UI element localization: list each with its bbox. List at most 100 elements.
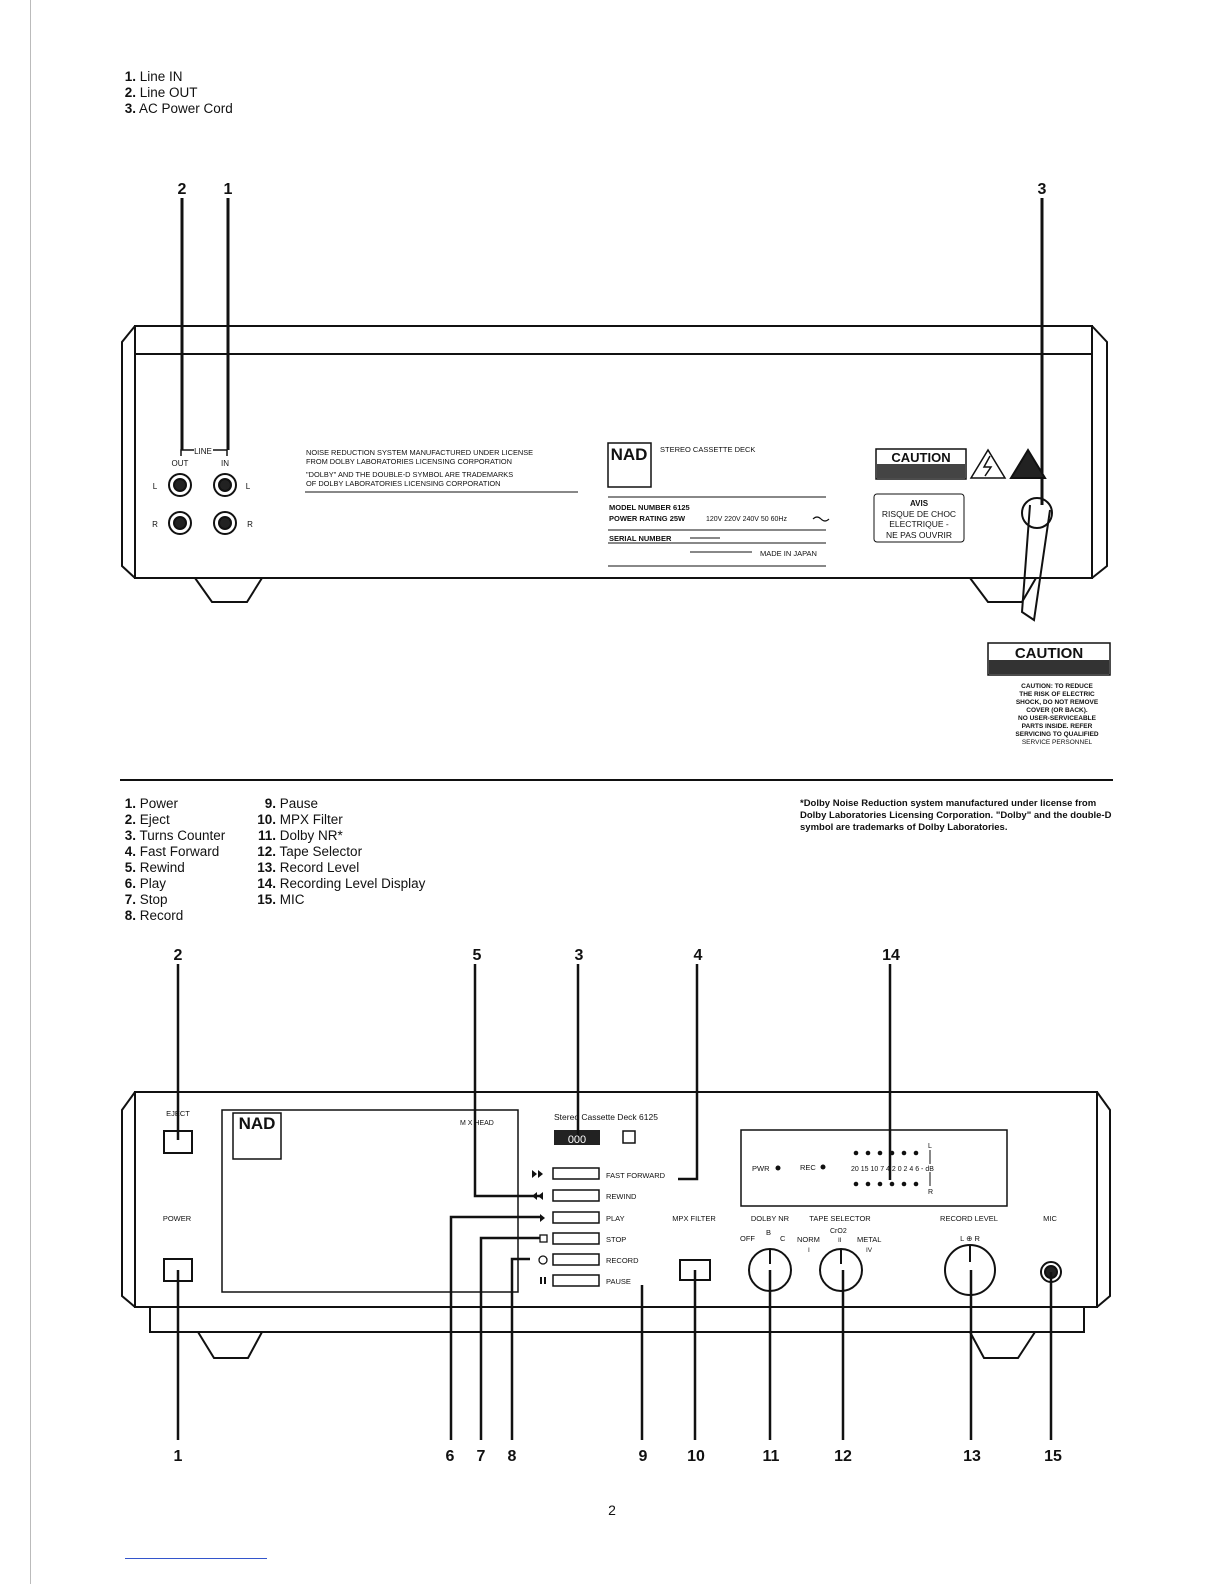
meter-led-icon: [877, 1150, 883, 1156]
rear-left-foot: [194, 577, 263, 603]
avis-line: ELECTRIQUE -: [889, 519, 949, 529]
front-right-foot: [969, 1331, 1036, 1359]
legend-item: 2. Eject: [124, 812, 170, 827]
mic-label: MIC: [1043, 1214, 1057, 1223]
meter-led-icon: [901, 1150, 907, 1156]
line-in-r-jack-center: [218, 516, 232, 530]
legend-item: 3. Turns Counter: [124, 828, 226, 843]
front-callout-6: 6: [446, 1448, 455, 1465]
caution-label-band: [989, 660, 1109, 674]
legend-item: 11. Dolby NR*: [257, 828, 343, 843]
ac-tilde-icon: [812, 516, 830, 522]
dolby-notice-line: "DOLBY" AND THE DOUBLE-D SYMBOL ARE TRAD…: [306, 470, 513, 479]
made-in-japan: MADE IN JAPAN: [760, 549, 817, 558]
legend-item: 2. Line OUT: [124, 85, 198, 100]
play-key: [552, 1211, 600, 1224]
play-icon: [540, 1214, 545, 1222]
legend-item: 13. Record Level: [257, 860, 360, 875]
caution-label-line: COVER (OR BACK).: [1026, 707, 1088, 714]
jack-l-label-out: L: [153, 482, 158, 491]
rear-caution-box: [875, 448, 967, 480]
dolby-notice-line: OF DOLBY LABORATORIES LICENSING CORPORAT…: [306, 479, 501, 488]
stop-icon: [539, 1234, 548, 1243]
balance-l-r-label: L ⊕ R: [960, 1234, 980, 1243]
dolby-notice-line: FROM DOLBY LABORATORIES LICENSING CORPOR…: [306, 457, 512, 466]
jack-r-label-out: R: [152, 520, 158, 529]
callout-line-5-front: [473, 964, 540, 1198]
pause-icon-bar: [544, 1277, 546, 1284]
front-callout-14: 14: [882, 947, 900, 964]
front-callout-12: 12: [834, 1448, 852, 1465]
rear-callout-2: 2: [178, 181, 187, 198]
tape-metal-label: METAL: [857, 1235, 881, 1244]
turns-counter: [554, 1130, 600, 1145]
rear-caution-band: [877, 464, 965, 478]
rear-panel-right-side: [1091, 325, 1108, 579]
line-label: LINE: [194, 447, 212, 456]
stop-key: [552, 1232, 600, 1245]
caution-label-line: THE RISK OF ELECTRIC: [1019, 691, 1095, 698]
caution-label-line: SERVICE PERSONNEL: [1022, 739, 1093, 746]
legend-item: 3. AC Power Cord: [124, 101, 233, 116]
front-callout-10: 10: [687, 1448, 705, 1465]
callout-line-6-front: [449, 1215, 540, 1440]
line-out-l-jack-center: [173, 478, 187, 492]
front-callout-7: 7: [477, 1448, 486, 1465]
fast-forward-key: [552, 1167, 600, 1180]
front-panel-right-side: [1096, 1091, 1111, 1308]
dolby-nr-label: DOLBY NR: [751, 1214, 790, 1223]
line-out-r-jack-center: [173, 516, 187, 530]
meter-led-icon: [901, 1181, 907, 1187]
rear-panel-left-side: [121, 325, 136, 579]
record-label: RECORD: [606, 1256, 639, 1265]
front-callout-2: 2: [174, 947, 183, 964]
front-callout-4: 4: [694, 947, 703, 964]
meter-led-icon: [853, 1181, 859, 1187]
avis-line: RISQUE DE CHOC: [882, 509, 956, 519]
front-callout-3: 3: [575, 947, 584, 964]
front-callout-9: 9: [639, 1448, 648, 1465]
avis-title: AVIS: [910, 499, 929, 508]
meter-led-icon: [877, 1181, 883, 1187]
front-callout-5: 5: [473, 947, 482, 964]
legend-item: 8. Record: [124, 908, 184, 923]
legend-item: 6. Play: [124, 876, 167, 891]
tape-pos-ii-label: II: [838, 1237, 842, 1244]
record-icon: [538, 1255, 548, 1265]
eject-label: EJECT: [166, 1109, 190, 1118]
front-callout-11: 11: [763, 1448, 780, 1465]
callout-line-7-front: [479, 1236, 540, 1440]
tape-pos-i-label: I: [808, 1247, 810, 1254]
legend-item: 15. MIC: [257, 892, 305, 907]
line-in-r-jack-icon: [213, 511, 237, 535]
rear-panel: [121, 325, 1108, 603]
rear-nad-logo: NAD: [611, 445, 648, 464]
front-panel-left-side: [121, 1091, 136, 1308]
rear-lightning-icon: [982, 455, 993, 477]
front-panel: [121, 1091, 1111, 1359]
play-label: PLAY: [606, 1214, 625, 1223]
tape-cro2-label: CrO2: [830, 1228, 847, 1235]
power-cord-grommet: [1021, 497, 1053, 529]
page-margin-line: [30, 0, 31, 1584]
rear-caution-title: CAUTION: [891, 450, 950, 465]
page-number: 2: [608, 1502, 616, 1518]
front-panel-base: [149, 1307, 1085, 1333]
rear-nad-logo-box: [607, 442, 652, 488]
front-panel-legend-col1: 1. Power 2. Eject 3. Turns Counter 4. Fa…: [120, 796, 226, 924]
jack-l-label-in: L: [246, 482, 251, 491]
legend-item: 10. MPX Filter: [257, 812, 343, 827]
counter-digits: 000: [568, 1134, 586, 1146]
rear-right-foot: [969, 577, 1037, 603]
cassette-door: [221, 1109, 519, 1293]
pause-label: PAUSE: [606, 1277, 631, 1286]
meter-led-icon: [889, 1181, 895, 1187]
meter-led-icon: [889, 1150, 895, 1156]
line-out-l-jack-icon: [168, 473, 192, 497]
rear-panel-body: [134, 325, 1093, 579]
line-out-r-jack-icon: [168, 511, 192, 535]
section-divider: [120, 779, 1113, 781]
meter-leds: [853, 1150, 919, 1187]
power-rating-label: POWER RATING 25W: [609, 514, 686, 523]
